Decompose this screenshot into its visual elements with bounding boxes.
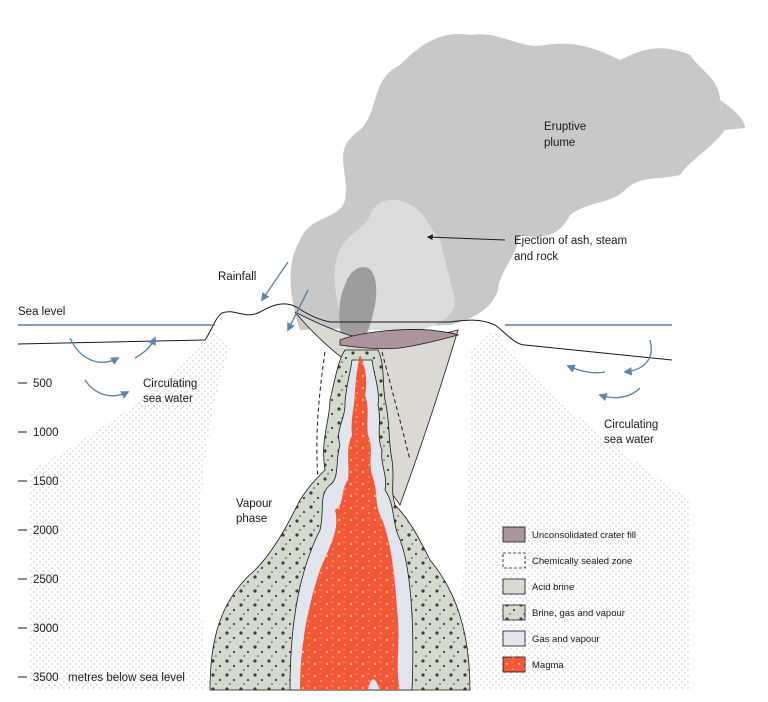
left-stipple-zone xyxy=(30,330,230,690)
right-stipple-zone xyxy=(450,330,690,690)
depth-tick-2000: 2000 xyxy=(33,525,59,537)
legend: Unconsolidated crater fill Chemically se… xyxy=(502,526,636,673)
depth-tick-500: 500 xyxy=(33,378,52,390)
legend-swatch-gas-vapour xyxy=(502,630,526,647)
vapour-phase-line2: phase xyxy=(236,513,267,525)
depth-tick-1500: 1500 xyxy=(33,476,59,488)
plume-label-line1: Eruptive xyxy=(544,121,586,133)
sealed-zone-left xyxy=(316,351,326,481)
ejection-label-line1: Ejection of ash, steam xyxy=(514,235,627,247)
dark-vent-plume xyxy=(339,267,377,345)
circulating-right-line2: sea water xyxy=(604,434,654,446)
circulation-arrow-right-1 xyxy=(623,339,652,376)
ground-surface xyxy=(17,303,673,361)
depth-unit-label: metres below sea level xyxy=(68,672,185,684)
depth-axis: 500 1000 1500 2000 2500 3000 3500 metres… xyxy=(18,378,185,684)
circulation-arrow-left-2 xyxy=(134,336,156,359)
depth-tick-2500: 2500 xyxy=(33,574,59,586)
depth-tick-3000: 3000 xyxy=(33,623,59,635)
legend-label-sealed-zone: Chemically sealed zone xyxy=(532,556,632,567)
circulation-arrow-right-3 xyxy=(598,387,641,402)
legend-label-brine-gas-vapour: Brine, gas and vapour xyxy=(532,608,625,619)
circulation-arrow-left-1 xyxy=(69,337,120,365)
legend-label-gas-vapour: Gas and vapour xyxy=(532,634,600,645)
legend-swatch-crater-fill xyxy=(502,526,526,543)
legend-swatch-sealed-zone xyxy=(502,552,526,569)
sealed-zone-right xyxy=(381,351,411,461)
circulating-right-line1: Circulating xyxy=(604,419,658,431)
legend-label-magma: Magma xyxy=(532,660,564,671)
circulation-arrow-right-2 xyxy=(566,364,606,374)
sea-level-label: Sea level xyxy=(18,306,65,318)
legend-swatch-acid-brine xyxy=(502,578,526,595)
circulating-left-line2: sea water xyxy=(143,393,193,405)
legend-label-acid-brine: Acid brine xyxy=(532,582,574,593)
rainfall-label: Rainfall xyxy=(218,271,256,283)
magma-spots xyxy=(300,355,400,690)
circulating-left-line1: Circulating xyxy=(143,378,197,390)
depth-tick-1000: 1000 xyxy=(33,427,59,439)
ejection-arrow xyxy=(426,234,506,241)
plume-label-line2: plume xyxy=(544,137,575,149)
rainfall-arrow-1 xyxy=(261,261,289,302)
circulation-arrow-left-3 xyxy=(84,379,130,399)
crater-fill xyxy=(339,329,459,350)
vapour-phase-line1: Vapour xyxy=(236,498,272,510)
depth-tick-3500: 3500 xyxy=(33,672,59,684)
ejection-label-line2: and rock xyxy=(514,251,558,263)
rainfall-arrow-2 xyxy=(287,289,309,332)
legend-label-crater-fill: Unconsolidated crater fill xyxy=(532,530,636,541)
